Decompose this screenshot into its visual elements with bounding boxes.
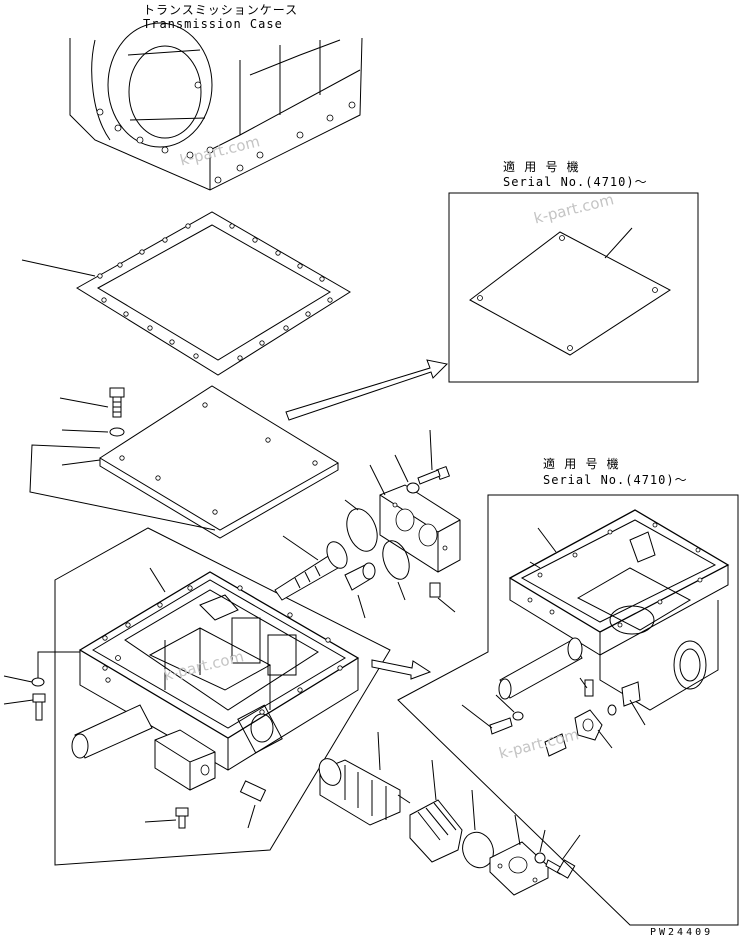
washer-housing xyxy=(406,482,420,494)
drawing-code: PW24409 xyxy=(650,927,714,938)
washer-bottom xyxy=(534,852,546,864)
label-applicable-1: 適 用 号 機 xyxy=(503,160,580,174)
oil-pan-main xyxy=(54,527,391,866)
label-serial-2: Serial No.(4710)～ xyxy=(543,473,688,487)
inset-box-2 xyxy=(397,494,739,926)
transmission-case xyxy=(69,22,363,191)
o-ring-2 xyxy=(382,540,410,580)
o-ring-3 xyxy=(462,831,494,869)
strainer-housing xyxy=(379,484,461,573)
gasket-holes xyxy=(97,223,333,361)
bracket-cover xyxy=(29,444,216,531)
washer-left xyxy=(31,677,45,687)
plug-housing xyxy=(429,582,441,598)
bellows xyxy=(409,799,463,863)
cover-flange xyxy=(489,841,549,896)
arrow-to-inset-2 xyxy=(371,659,432,680)
label-transmission-case-jp: トランスミッションケース xyxy=(143,3,299,17)
bolt-left xyxy=(32,693,46,721)
label-serial-1: Serial No.(4710)～ xyxy=(503,175,648,189)
cover-plate xyxy=(99,385,339,539)
relief-valve xyxy=(274,541,376,601)
label-applicable-2: 適 用 号 機 xyxy=(543,457,620,471)
inset-box-1 xyxy=(448,192,699,383)
bolt-top xyxy=(109,387,125,418)
arrow-to-inset-1 xyxy=(285,359,449,421)
o-ring-1 xyxy=(346,508,378,552)
washer-top xyxy=(109,427,125,437)
label-transmission-case-en: Transmission Case xyxy=(143,17,283,31)
strainer xyxy=(318,758,411,826)
bolt-housing xyxy=(417,465,451,485)
bolt-bottom xyxy=(545,859,576,879)
leader-gasket xyxy=(21,259,96,277)
gasket-large xyxy=(76,211,351,376)
